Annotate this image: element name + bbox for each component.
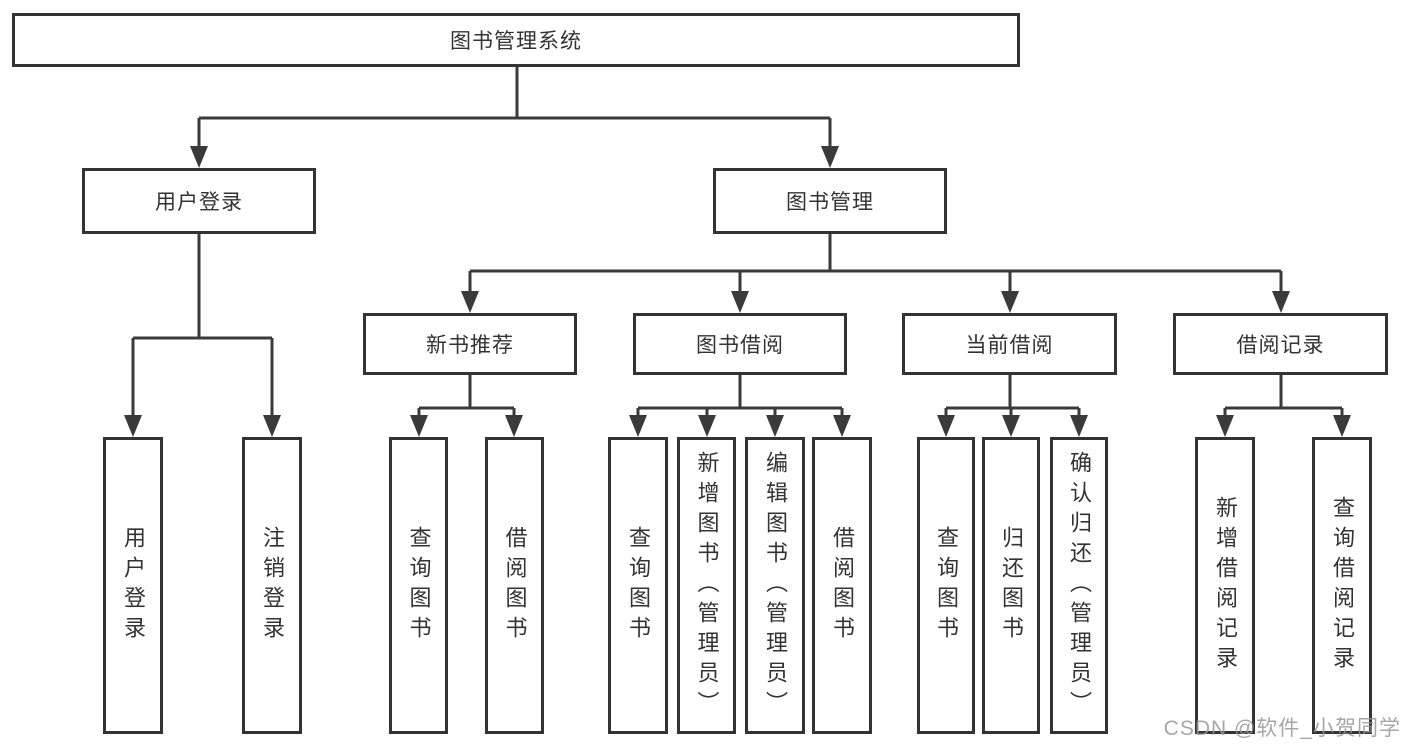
arrowhead-down-icon [1002, 415, 1020, 437]
node-label: 注销登录 [260, 525, 285, 646]
node-label: 用户登录 [155, 191, 243, 214]
node-label: 查询图书 [934, 525, 959, 646]
node-borrow-records: 借阅记录 [1173, 313, 1388, 375]
node-label: 新增图书（管理员） [694, 450, 720, 721]
arrowhead-down-icon [505, 415, 523, 437]
node-label: 借阅图书 [830, 525, 855, 646]
leaf-query-books: 查询图书 [917, 437, 975, 734]
node-book-mgmt: 图书管理 [713, 168, 947, 234]
leaf-logout: 注销登录 [242, 437, 302, 734]
connector-current-borrow-to-leaves [937, 375, 1088, 437]
leaf-add-borrow-record: 新增借阅记录 [1195, 437, 1255, 734]
node-label: 归还图书 [999, 525, 1024, 646]
node-label: 借阅图书 [502, 525, 528, 646]
arrowhead-down-icon [629, 415, 647, 437]
leaf-edit-books-admin: 编辑图书（管理员） [745, 437, 805, 734]
arrowhead-down-icon [833, 415, 851, 437]
leaf-user-login: 用户登录 [103, 437, 163, 734]
node-label: 新增借阅记录 [1213, 495, 1238, 676]
connector-book-mgmt-to-level3 [461, 234, 1290, 313]
arrowhead-down-icon [766, 415, 784, 437]
leaf-add-books-admin: 新增图书（管理员） [677, 437, 736, 734]
arrowhead-down-icon [1333, 415, 1351, 437]
arrowhead-down-icon [1272, 291, 1290, 313]
arrowhead-down-icon [1070, 415, 1088, 437]
csdn-watermark: CSDN @软件_小贺同学 [1163, 717, 1401, 740]
arrowhead-down-icon [1001, 291, 1019, 313]
leaf-query-books: 查询图书 [389, 437, 448, 734]
node-label: 查询图书 [626, 525, 651, 646]
arrowhead-down-icon [263, 415, 281, 437]
leaf-borrow-books: 借阅图书 [812, 437, 872, 734]
node-label: 借阅记录 [1236, 334, 1325, 357]
leaf-query-books: 查询图书 [608, 437, 668, 734]
connector-root-to-level2 [190, 67, 839, 168]
node-label: 用户登录 [121, 525, 146, 646]
node-label: 查询图书 [406, 525, 432, 646]
node-label: 确认归还（管理员） [1067, 450, 1092, 721]
arrowhead-down-icon [821, 146, 839, 168]
leaf-borrow-books: 借阅图书 [485, 437, 544, 734]
node-label: 编辑图书（管理员） [763, 450, 788, 721]
node-label: 查询借阅记录 [1330, 495, 1355, 676]
connector-new-book-to-leaves [410, 375, 523, 437]
leaf-confirm-return-admin: 确认归还（管理员） [1050, 437, 1108, 734]
connector-borrow-records-to-leaves [1216, 375, 1351, 437]
node-label: 图书借阅 [696, 334, 784, 357]
arrowhead-down-icon [410, 415, 428, 437]
node-user-login: 用户登录 [82, 168, 316, 234]
arrowhead-down-icon [937, 415, 955, 437]
arrowhead-down-icon [698, 415, 716, 437]
arrowhead-down-icon [731, 291, 749, 313]
node-label: 新书推荐 [426, 334, 514, 357]
node-label: 图书管理 [786, 191, 874, 214]
node-new-book-recommend: 新书推荐 [363, 313, 577, 375]
node-book-borrow: 图书借阅 [633, 313, 847, 375]
arrowhead-down-icon [124, 415, 142, 437]
leaf-return-books: 归还图书 [982, 437, 1040, 734]
connector-book-borrow-to-leaves [629, 375, 851, 437]
node-root-system: 图书管理系统 [12, 13, 1020, 67]
arrowhead-down-icon [1216, 415, 1234, 437]
node-label: 当前借阅 [965, 334, 1054, 357]
connector-user-login-to-leaves [124, 234, 281, 437]
leaf-query-borrow-record: 查询借阅记录 [1312, 437, 1372, 734]
node-label: 图书管理系统 [450, 30, 582, 53]
arrowhead-down-icon [461, 291, 479, 313]
arrowhead-down-icon [190, 146, 208, 168]
node-current-borrow: 当前借阅 [902, 313, 1117, 375]
